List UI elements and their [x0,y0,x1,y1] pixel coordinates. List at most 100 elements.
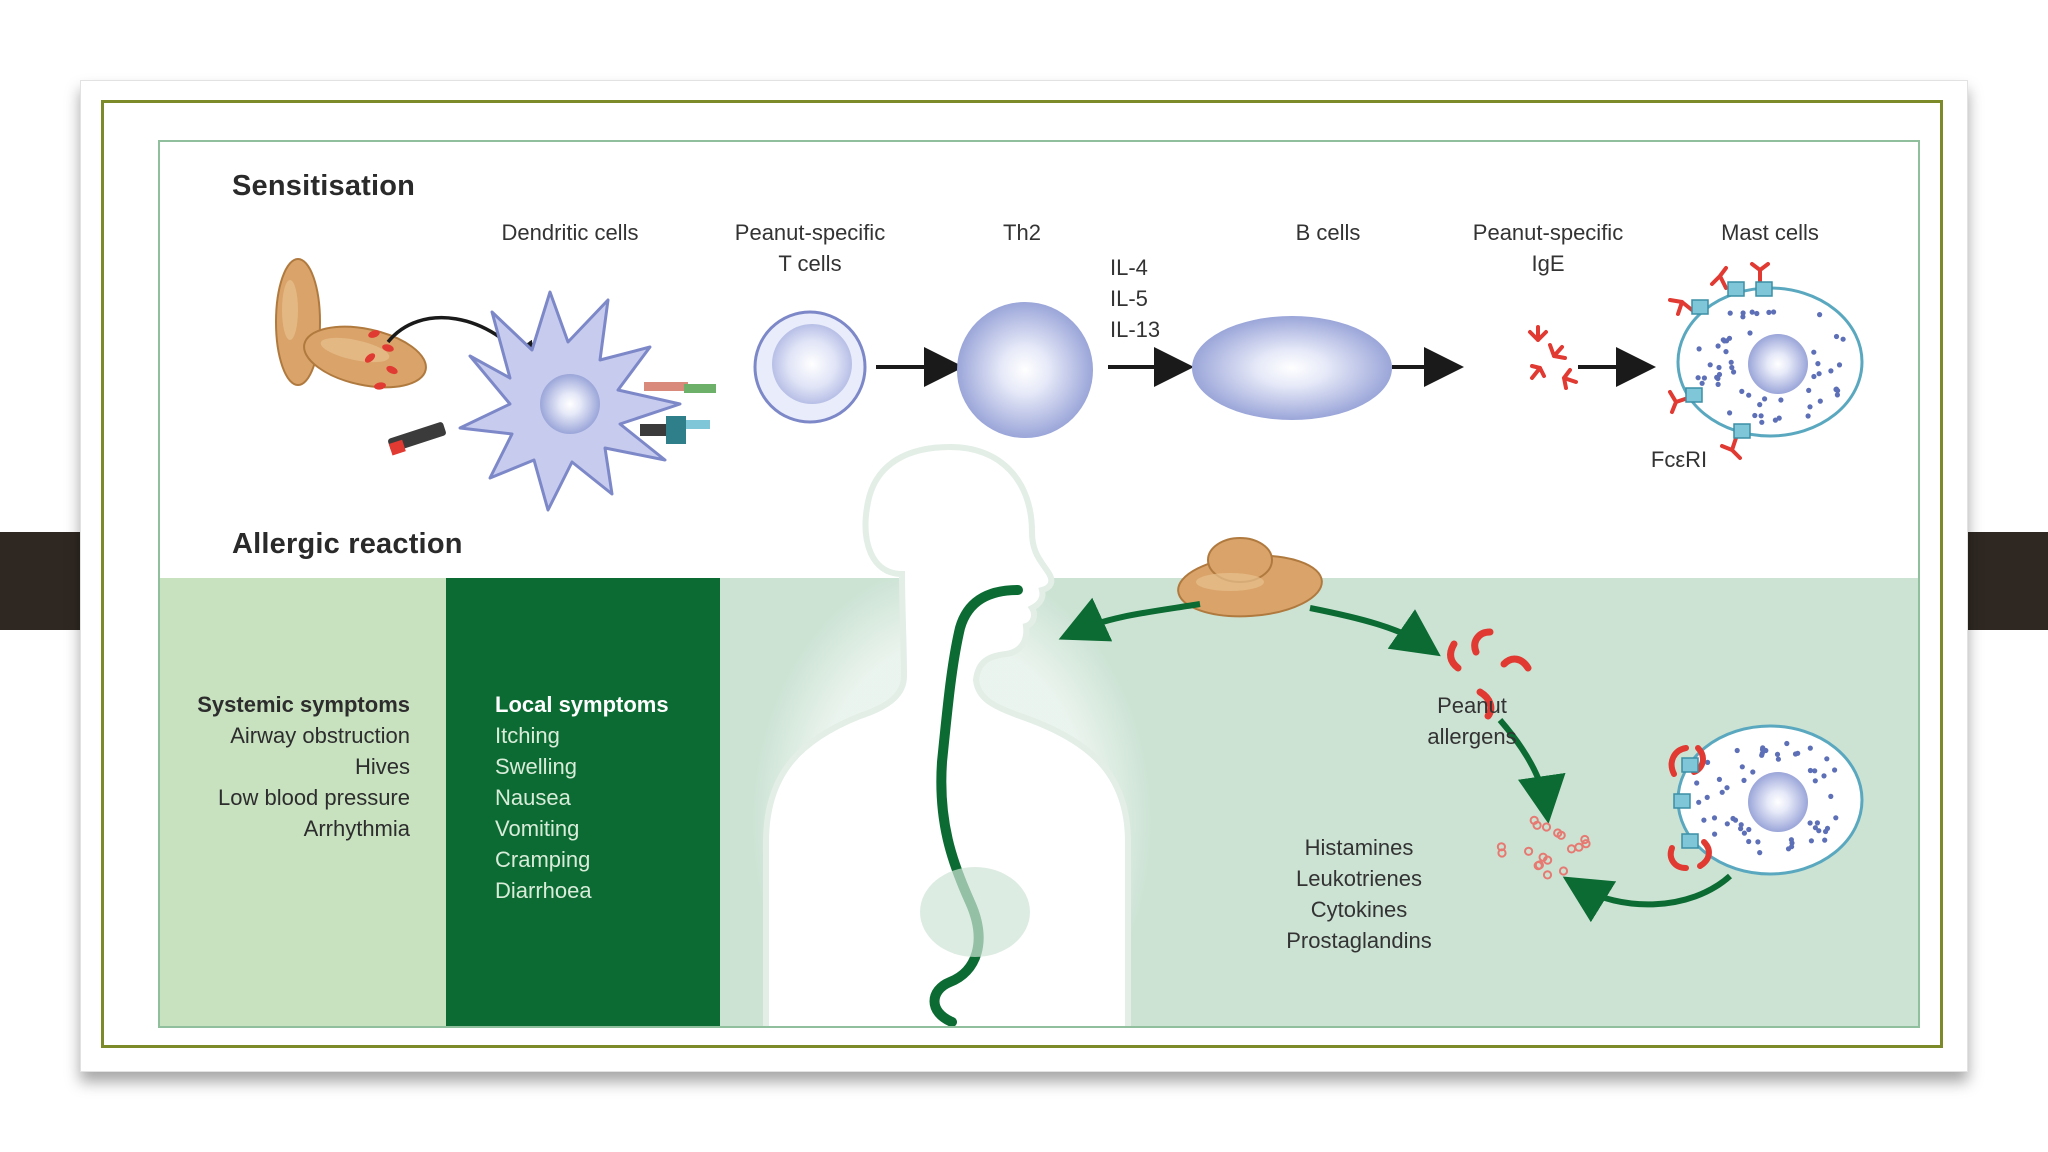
granule-dot [1739,388,1745,394]
peanut-allergens-label: Peanut allergens [1427,693,1517,749]
granule-dot [1833,333,1840,340]
granule-dot [1704,794,1710,801]
granule-dot [1811,349,1817,355]
fceri-label: FcεRI [1650,447,1708,472]
mast-cells-label: Mast cells [1721,220,1819,245]
granule-dot [1814,820,1820,826]
systemic-symptoms-panel [160,578,446,1026]
granule-dot [1695,375,1701,381]
granule-dot [1739,764,1745,770]
granule-dot [1746,838,1752,845]
granule-dot [1728,359,1734,365]
granule-dot [1778,397,1784,403]
local-symptom-item: Cramping [495,847,591,872]
granule-dot [1750,769,1756,775]
granule-dot [1806,387,1812,393]
granule-dot [1694,780,1700,786]
granule-dot [1805,413,1811,419]
granule-dot [1815,361,1821,367]
granule-dot [1816,371,1822,377]
granule-dot [1741,830,1747,836]
granule-dot [1836,362,1843,368]
granule-dot [1812,768,1818,774]
granule-dot [1757,850,1763,856]
b-cells-label: B cells [1295,220,1361,245]
granule-dot [1581,839,1591,849]
granule-dot [1701,817,1707,823]
granule-dot [1566,844,1577,854]
granule-dot [1720,337,1726,343]
granule-dot [1724,785,1730,791]
systemic-symptom-item: Low blood pressure [217,785,410,810]
granule-dot [1715,343,1721,349]
arrow-allergens-to-mast [1497,718,1566,824]
granule-dot [1759,752,1765,758]
local-symptom-item: Itching [495,723,560,748]
granule-dot [1747,330,1753,336]
granule-dot [1833,386,1839,392]
mediator-granules [1496,815,1591,880]
granule-dot [1497,848,1507,858]
human-body-silhouette [752,443,1152,1026]
dendritic-cells-label: Dendritic cells [501,220,639,245]
granule-dot [1724,821,1730,827]
granule-dot [1807,404,1813,410]
th2-label: Th2 [1003,220,1041,245]
granule-dot [1821,773,1827,779]
local-symptom-item: Diarrhoea [495,878,592,903]
granule-dot [1755,839,1761,845]
granule-dot [1754,310,1760,317]
granule-dot [1759,419,1765,425]
granule-dot [1746,392,1752,398]
granule-dot [1757,402,1763,408]
granule-dot [1716,364,1722,371]
granule-dot [1574,842,1584,852]
granule-dot [1723,349,1729,355]
granule-dot [1828,368,1834,374]
granule-dot [1542,870,1553,880]
mhc-peptide-complex [388,382,716,456]
systemic-symptoms-list: Systemic symptoms Airway obstruction Hiv… [160,689,410,844]
granule-dot [1775,756,1781,762]
granule-dot [1719,789,1725,795]
granule-dot [1816,828,1822,834]
granule-dot [1705,759,1711,766]
granule-dot [1758,413,1764,419]
granule-dot [1789,844,1795,850]
granule-dot [1731,369,1737,375]
granule-dot [1771,309,1777,315]
granule-dot [1752,412,1758,419]
granule-dot [1784,740,1790,747]
systemic-symptom-item: Hives [354,754,410,779]
granule-dot [1807,767,1813,774]
sensitisation-heading: Sensitisation [232,170,416,202]
local-symptom-item: Swelling [495,754,577,779]
granule-dot [1715,381,1721,387]
peanut-allergy-diagram: Sensitisation Allergic reaction Dendriti… [158,140,1920,1028]
granule-dot [1558,866,1569,876]
granule-dot [1792,751,1799,757]
peanut-allergen-fragments [1447,628,1532,720]
granule-dot [1740,310,1746,316]
granule-dot [1738,826,1744,832]
granule-dot [1776,415,1782,421]
granule-dot [1824,756,1830,762]
granule-dot [1834,392,1840,398]
granule-dot [1712,831,1718,837]
granule-dot [1727,310,1733,316]
granule-dot [1696,799,1702,805]
interleukins-label: IL-4 IL-5 IL-13 [1110,255,1161,342]
granule-dot [1760,745,1766,751]
granule-dot [1840,336,1846,342]
granule-dot [1726,335,1733,341]
granule-dot [1556,830,1566,840]
b-cell [1192,316,1392,420]
arrow-peanut-to-allergens [1309,605,1441,657]
granule-dot [1738,822,1744,828]
peanut-illustration-reaction [1177,537,1323,618]
local-symptom-item: Nausea [495,785,571,810]
granule-dot [1741,777,1747,784]
granule-dot [1716,776,1722,783]
dendritic-cell [458,290,682,512]
granule-dot [1534,860,1545,870]
